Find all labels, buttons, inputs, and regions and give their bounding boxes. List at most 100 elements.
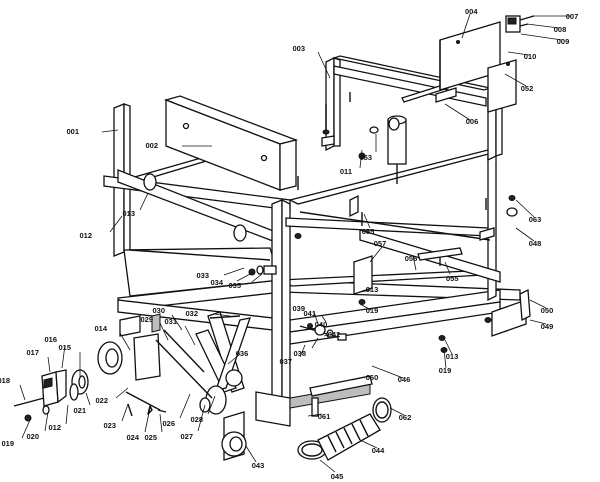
callout-label-032: 032 — [185, 309, 198, 318]
callout-leader — [507, 51, 530, 56]
callout-label-003: 003 — [292, 44, 305, 53]
bracket-016 — [55, 369, 67, 404]
callout-label-034: 034 — [210, 278, 223, 287]
center-foot — [255, 391, 291, 427]
callout-label-013: 013 — [446, 352, 459, 361]
nut-063 — [508, 195, 516, 201]
center-post — [271, 199, 283, 405]
shaft-collar — [143, 173, 157, 191]
rib4 — [351, 423, 361, 441]
callout-leader — [389, 407, 405, 416]
callout-label-013: 013 — [366, 285, 379, 294]
callout-leader — [213, 313, 231, 317]
callout-label-028: 028 — [190, 415, 203, 424]
callout-leader — [236, 271, 255, 282]
callout-label-025: 025 — [144, 433, 157, 442]
pin-061 — [311, 397, 319, 417]
callout-leader — [223, 267, 245, 276]
clamp-045-inner — [301, 443, 323, 457]
panel-hole — [456, 40, 460, 44]
callout-leader — [520, 33, 563, 41]
bracket-049 — [491, 299, 527, 337]
callout-label-042: 042 — [328, 330, 341, 339]
callout-leader — [317, 323, 323, 327]
callout-leader — [504, 73, 527, 87]
center-post-side — [281, 198, 291, 401]
callout-leader — [227, 353, 241, 365]
callout-label-011: 011 — [340, 167, 352, 176]
nut-d — [484, 317, 492, 323]
callout-leader — [351, 375, 372, 381]
callout-leader — [313, 311, 319, 325]
callout-label-057: 057 — [374, 239, 387, 248]
callout-leader — [363, 213, 371, 229]
callout-leader — [529, 299, 547, 309]
roller-hub — [229, 436, 243, 452]
callout-label-044: 044 — [372, 446, 385, 455]
callout-label-062: 062 — [399, 413, 412, 422]
callout-label-026: 026 — [162, 419, 175, 428]
washer-020 — [42, 405, 50, 415]
callout-leader — [144, 407, 151, 433]
callout-leader — [179, 393, 191, 419]
callout-label-020: 020 — [26, 432, 39, 441]
clip-1 — [479, 227, 495, 241]
callout-label-040: 040 — [315, 320, 328, 329]
callout-label-014: 014 — [94, 324, 107, 333]
callout-leader — [61, 344, 66, 369]
callout-label-012: 012 — [79, 231, 92, 240]
board-hole-2 — [260, 154, 268, 162]
rod-029 — [155, 339, 213, 399]
callout-label-036: 036 — [236, 349, 249, 358]
callout-leader — [444, 103, 471, 121]
callout-label-049: 049 — [541, 322, 554, 331]
callout-label-048: 048 — [529, 239, 542, 248]
rib2 — [335, 431, 345, 449]
left-exploded-parts — [13, 313, 227, 422]
callout-leader — [359, 149, 363, 169]
callout-label-004: 004 — [465, 7, 478, 16]
callout-label-027: 027 — [180, 432, 193, 441]
callout-label-030: 030 — [152, 306, 165, 315]
callout-label-023: 023 — [103, 421, 116, 430]
middle-rail — [285, 217, 489, 237]
callout-leader — [121, 403, 129, 422]
board-hole-1 — [182, 122, 190, 130]
bracket-017 — [41, 371, 59, 407]
board-002 — [163, 95, 299, 191]
callout-leader — [359, 439, 378, 449]
callout-label-037: 037 — [279, 357, 292, 366]
washer-034 — [256, 265, 264, 275]
bracket-017-fill — [43, 377, 53, 389]
callout-leader — [207, 395, 216, 415]
clamp-062-inner — [375, 401, 389, 419]
screw-023 — [127, 403, 133, 417]
cylinder-eye — [388, 117, 400, 131]
callout-label-007: 007 — [566, 12, 579, 21]
inner-edge-1 — [129, 249, 271, 261]
board-end — [279, 139, 297, 191]
callout-label-050: 050 — [541, 306, 554, 315]
inner-edge-2 — [299, 211, 491, 241]
callout-layer: 0010020030040060070080090100110120130130… — [0, 7, 578, 481]
callout-label-055: 055 — [446, 274, 459, 283]
callout-label-038: 038 — [293, 349, 306, 358]
callout-leader — [515, 227, 535, 242]
bar-056 — [417, 247, 463, 261]
rod-030 — [163, 329, 205, 373]
main-frame — [103, 103, 521, 427]
hose-assembly — [297, 397, 392, 461]
nut-019-left — [24, 414, 32, 422]
callout-leader — [184, 325, 196, 346]
callout-leader — [323, 333, 334, 337]
callout-leader — [461, 13, 471, 39]
callout-leader — [109, 215, 123, 233]
bushing-035 — [263, 265, 277, 275]
roller-043 — [221, 411, 247, 461]
callout-label-041: 041 — [303, 309, 316, 318]
callout-leader — [360, 289, 372, 293]
callout-leader — [159, 322, 169, 341]
callout-label-063: 063 — [529, 215, 542, 224]
